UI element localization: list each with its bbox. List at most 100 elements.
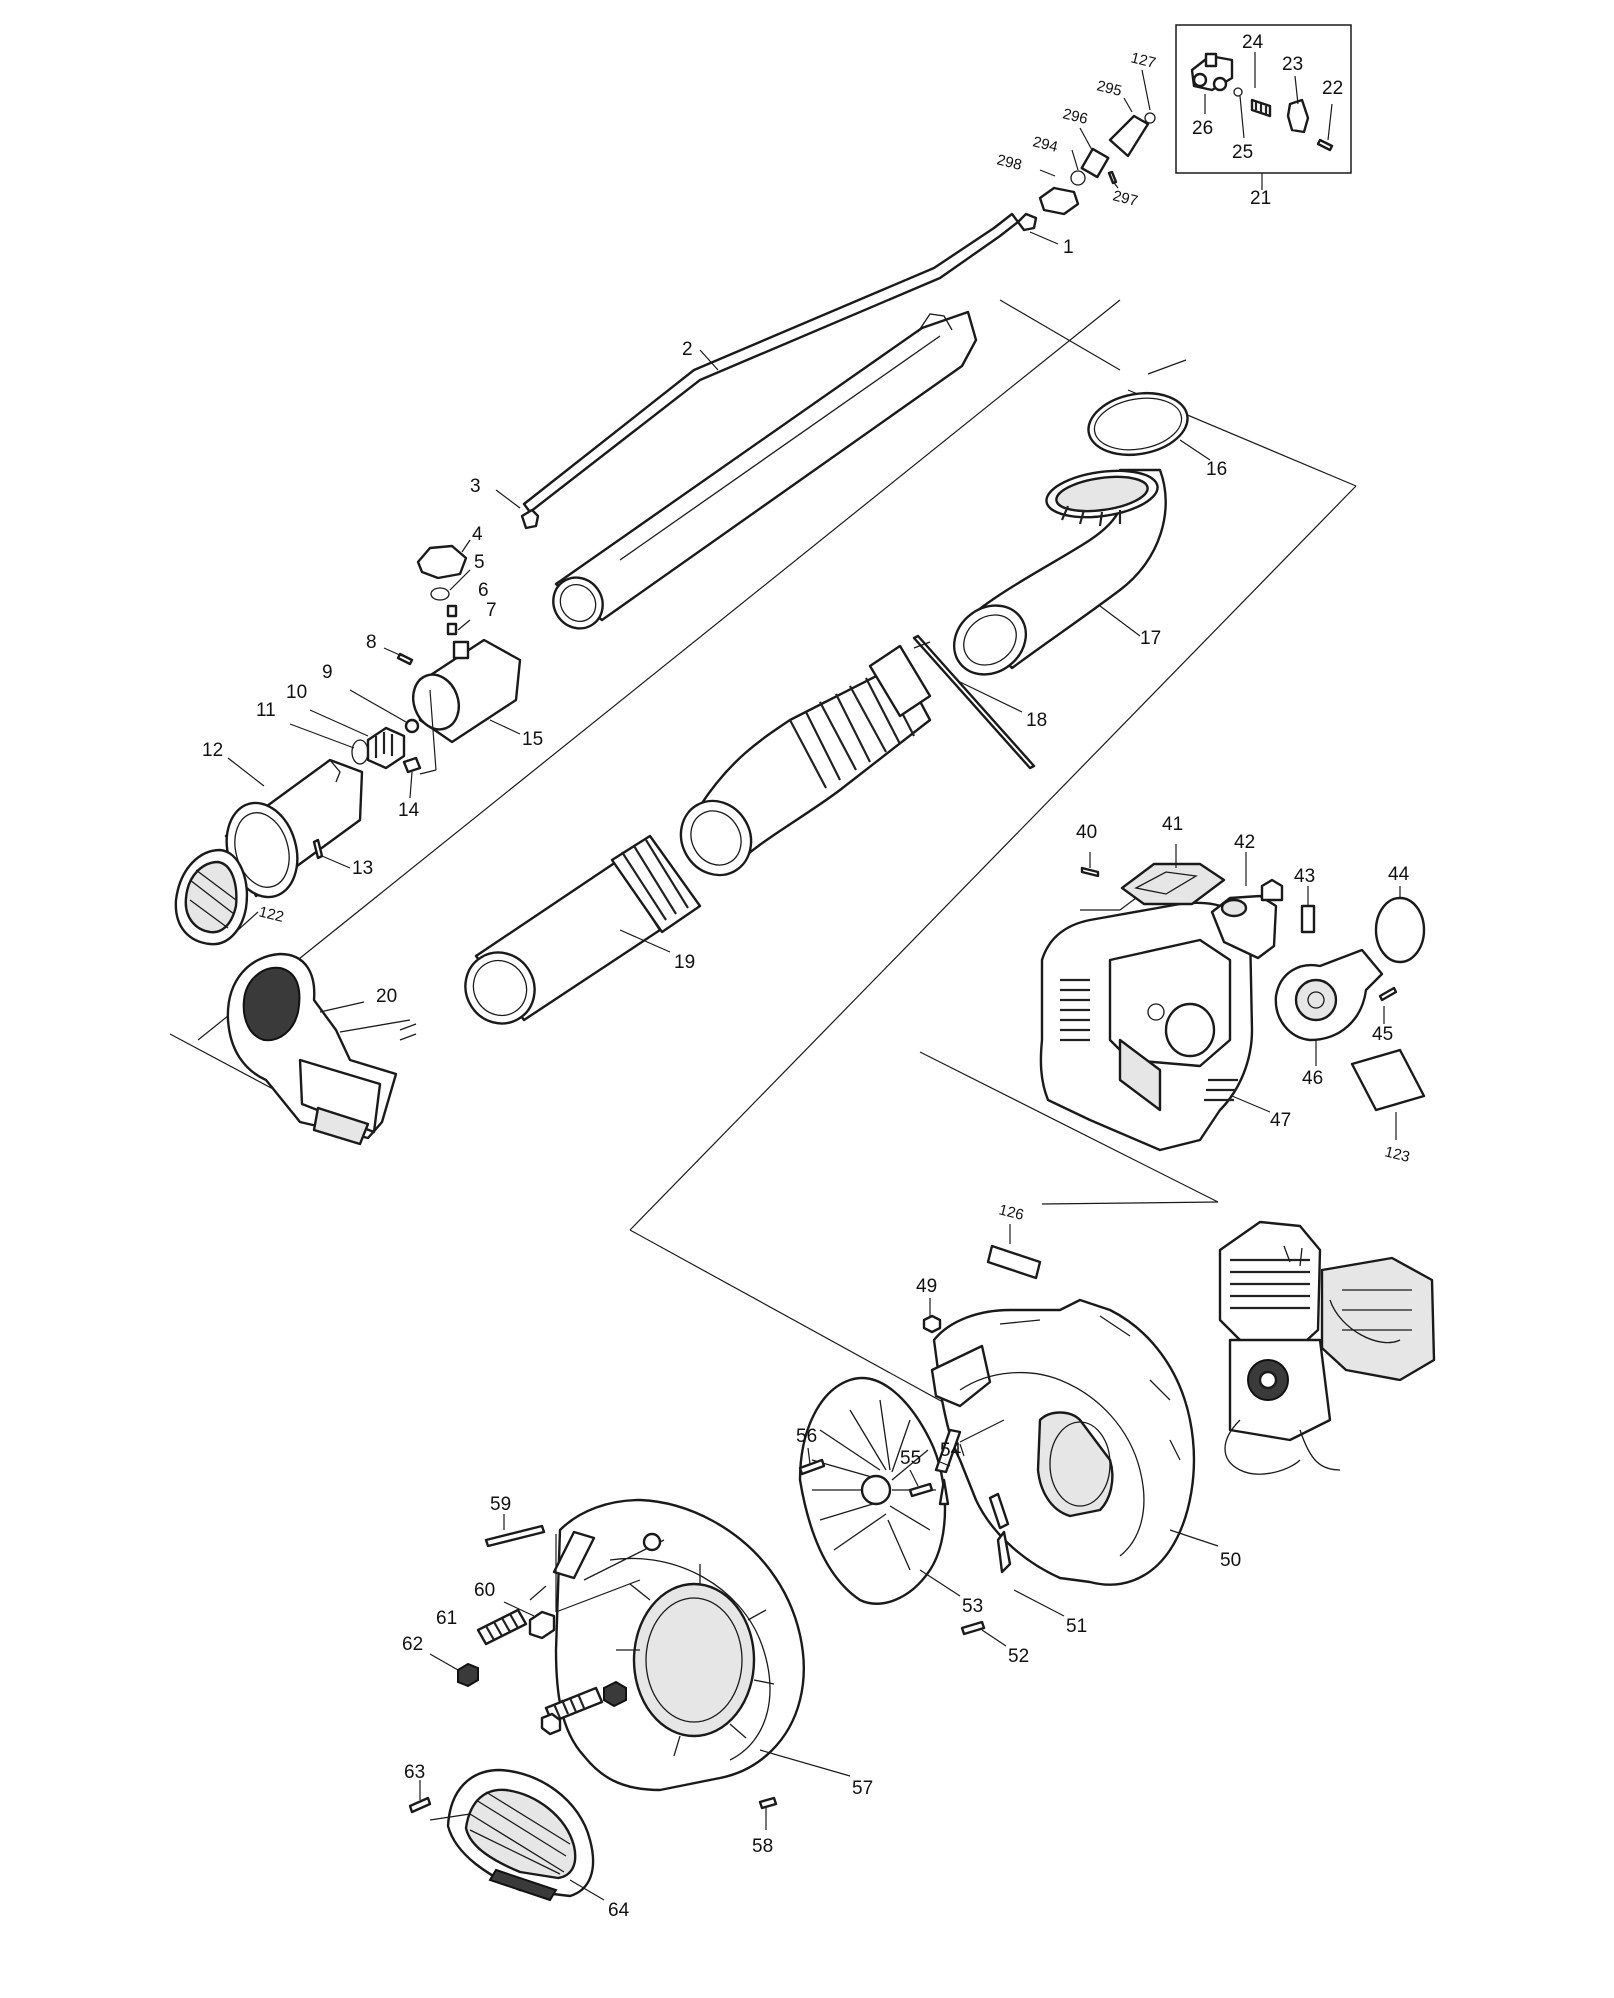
label-52: 52 [1008, 1646, 1029, 1667]
label-5: 5 [474, 552, 485, 573]
label-126: 126 [997, 1201, 1025, 1224]
plate-42 [1210, 894, 1278, 960]
label-126 [986, 1244, 1042, 1280]
screw-58 [758, 1796, 778, 1810]
label-294: 294 [1031, 133, 1059, 156]
label-15: 15 [522, 729, 543, 750]
label-49: 49 [916, 1276, 937, 1297]
label-6: 6 [478, 580, 489, 601]
label-59: 59 [490, 1494, 511, 1515]
label-61: 61 [436, 1608, 457, 1629]
label-46: 46 [1302, 1068, 1323, 1089]
cap-298 [1038, 186, 1080, 216]
clip-1 [1016, 212, 1038, 232]
label-123 [1350, 1048, 1426, 1112]
pipe-housing-15 [412, 638, 522, 744]
label-43: 43 [1294, 866, 1315, 887]
label-51: 51 [1066, 1616, 1087, 1637]
intake-screen-122 [174, 848, 249, 946]
screw-45 [1378, 986, 1398, 1002]
o-ring-11 [351, 739, 369, 765]
label-19: 19 [674, 952, 695, 973]
cap-3 [520, 508, 540, 530]
label-2: 2 [682, 339, 693, 360]
label-10: 10 [286, 682, 307, 703]
pin-7 [446, 622, 458, 636]
recoil-starter-46 [1274, 948, 1384, 1042]
o-ring-5 [430, 587, 450, 601]
engine-assembly [1218, 1220, 1436, 1475]
label-123: 123 [1383, 1143, 1411, 1166]
label-298: 298 [995, 151, 1023, 174]
bolt-14 [402, 756, 422, 774]
label-7: 7 [486, 600, 497, 621]
nut-9 [404, 718, 420, 734]
label-17: 17 [1140, 628, 1161, 649]
bolt-55 [908, 1482, 934, 1498]
fan-housing-50 [930, 1298, 1196, 1586]
elbow-17 [952, 468, 1167, 676]
frame-47 [1039, 901, 1254, 1152]
label-56: 56 [796, 1426, 817, 1447]
label-45: 45 [1372, 1024, 1393, 1045]
o-ring-25 [1233, 87, 1243, 97]
label-296: 296 [1061, 105, 1089, 128]
label-24: 24 [1242, 32, 1264, 53]
control-handle-20 [226, 952, 417, 1146]
bellows-pipe-19 [464, 644, 932, 1025]
label-122: 122 [257, 903, 285, 926]
bolt-56 [798, 1458, 826, 1476]
label-18: 18 [1026, 710, 1047, 731]
label-42: 42 [1234, 832, 1255, 853]
label-50: 50 [1220, 1550, 1241, 1571]
pipe-upper [552, 310, 978, 630]
knob-4 [416, 544, 468, 580]
label-63: 63 [404, 1762, 425, 1783]
label-26: 26 [1192, 118, 1213, 139]
label-3: 3 [470, 476, 481, 497]
bolt-59 [484, 1524, 546, 1548]
valve-stem-24 [1250, 98, 1272, 118]
label-40: 40 [1076, 822, 1097, 843]
label-60: 60 [474, 1580, 495, 1601]
clamp-ring-16 [1087, 392, 1189, 456]
screw-22 [1316, 138, 1334, 152]
nozzle-295 [1108, 114, 1150, 158]
spring-pair [540, 1680, 627, 1736]
label-23: 23 [1282, 54, 1303, 75]
cover-41 [1120, 862, 1226, 906]
inlet-grill-64 [429, 1768, 595, 1902]
nut-60 [528, 1610, 556, 1640]
lever-23 [1286, 98, 1310, 134]
spring-10 [366, 726, 406, 770]
label-47: 47 [1270, 1110, 1291, 1131]
label-14: 14 [398, 800, 420, 821]
throttle-parts [289, 489, 540, 799]
label-57: 57 [852, 1778, 873, 1799]
label-58: 58 [752, 1836, 773, 1857]
label-16: 16 [1206, 459, 1227, 480]
label-25: 25 [1232, 142, 1253, 163]
label-22: 22 [1322, 78, 1343, 99]
label-20: 20 [376, 986, 397, 1007]
screw-63 [408, 1796, 432, 1814]
nipple-296 [1080, 147, 1110, 179]
label-21: 21 [1250, 188, 1271, 209]
label-127: 127 [1129, 49, 1157, 72]
label-297: 297 [1111, 187, 1139, 210]
label-55: 55 [900, 1448, 921, 1469]
label-54: 54 [940, 1440, 962, 1461]
label-4: 4 [472, 524, 483, 545]
label-43 [1300, 904, 1316, 934]
lever-51 [988, 1492, 1012, 1574]
screw-40 [1080, 866, 1100, 878]
o-ring-127 [1144, 112, 1156, 124]
volute-cover-57 [552, 1498, 805, 1792]
label-41: 41 [1162, 814, 1183, 835]
label-62: 62 [402, 1634, 423, 1655]
label-1: 1 [1063, 237, 1074, 258]
label-295: 295 [1095, 77, 1123, 100]
label-12: 12 [202, 740, 223, 761]
knob-42b [1260, 878, 1284, 902]
